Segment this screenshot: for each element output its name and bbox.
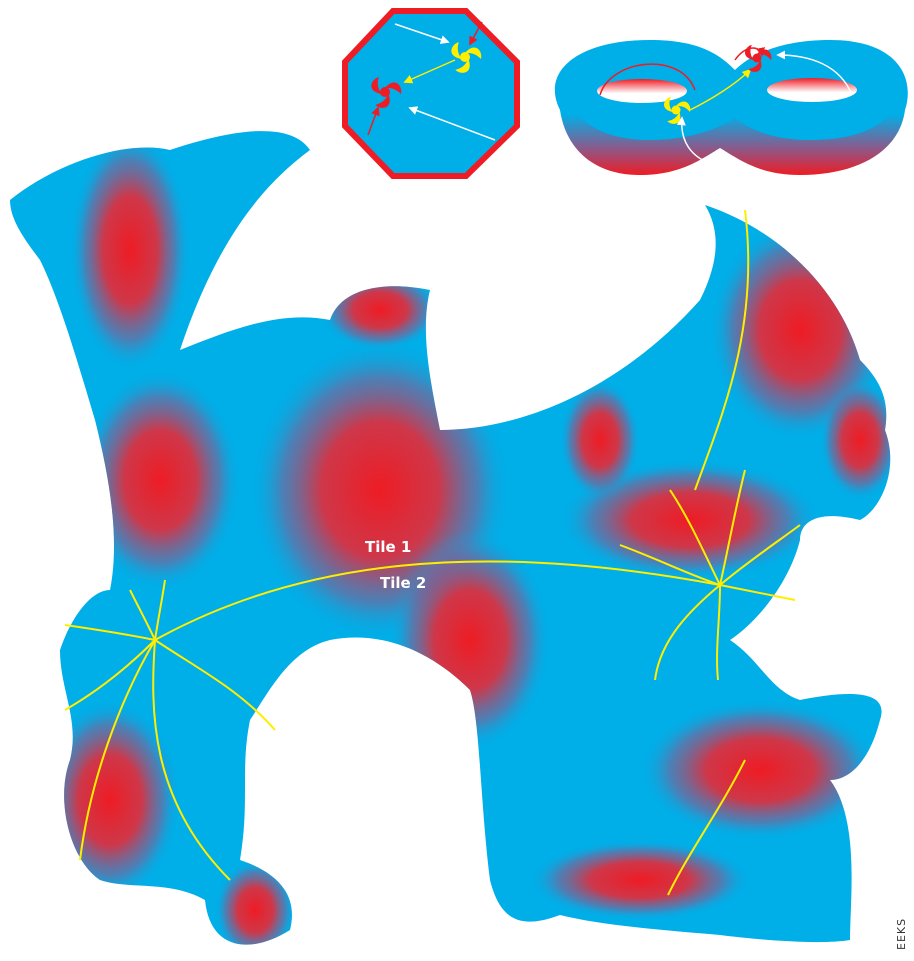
- right-hole: [767, 78, 857, 102]
- tile-2-label: Tile 2: [380, 574, 426, 592]
- credit-text: EEKS: [895, 918, 908, 950]
- tile-1-label: Tile 1: [365, 538, 411, 556]
- double-torus-diagram: [555, 40, 908, 175]
- left-hole: [597, 79, 687, 103]
- octagon-diagram: [345, 11, 517, 176]
- tiled-surface: Tile 1 Tile 2: [10, 130, 900, 960]
